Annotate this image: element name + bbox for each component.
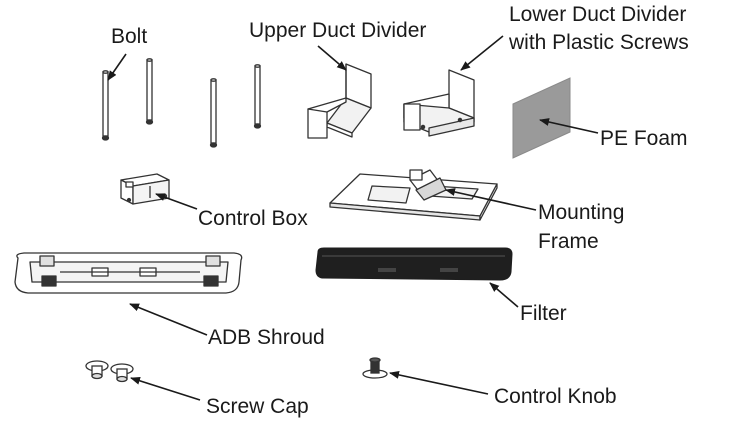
mounting-frame-part	[329, 169, 498, 221]
label-bolt: Bolt	[111, 25, 148, 48]
label-control-knob: Control Knob	[494, 385, 617, 408]
bolt-4	[253, 64, 262, 129]
arrow-adb-shroud	[129, 303, 208, 336]
bolt-1	[101, 70, 110, 141]
leader-arrows	[107, 35, 599, 401]
label-mounting-frame-line2: Frame	[538, 230, 599, 253]
label-control-box: Control Box	[198, 207, 308, 230]
upper-duct-divider-part	[307, 63, 372, 139]
label-upper-duct-divider: Upper Duct Divider	[249, 19, 427, 42]
arrow-control-knob	[389, 370, 489, 395]
label-lower-duct-divider-line2: with Plastic Screws	[509, 31, 689, 54]
arrow-pe-foam	[539, 118, 599, 134]
label-adb-shroud: ADB Shroud	[208, 326, 325, 349]
arrow-mounting-frame	[445, 188, 537, 211]
label-pe-foam: PE Foam	[600, 127, 688, 150]
control-box-part	[120, 173, 170, 205]
label-lower-duct-divider-line1: Lower Duct Divider	[509, 3, 687, 26]
filter-part	[315, 247, 513, 281]
label-screw-cap: Screw Cap	[206, 395, 309, 418]
arrow-filter	[489, 282, 519, 308]
bolt-group	[101, 58, 262, 148]
arrow-lower-duct-divider	[460, 35, 504, 71]
label-filter: Filter	[520, 302, 567, 325]
arrow-control-box	[155, 193, 198, 210]
bolt-2	[145, 58, 154, 125]
arrow-upper-duct-divider	[317, 45, 347, 71]
arrow-screw-cap	[130, 376, 201, 401]
label-mounting-frame-line1: Mounting	[538, 201, 625, 224]
screw-cap-1	[85, 360, 109, 380]
arrow-bolt	[107, 53, 127, 81]
control-knob-part	[362, 357, 388, 379]
screw-cap-2	[110, 363, 134, 383]
lower-duct-divider-part	[403, 69, 475, 137]
bolt-3	[209, 78, 218, 148]
screw-cap-part	[85, 360, 134, 383]
pe-foam-part	[512, 77, 571, 159]
adb-shroud-part	[14, 252, 243, 294]
